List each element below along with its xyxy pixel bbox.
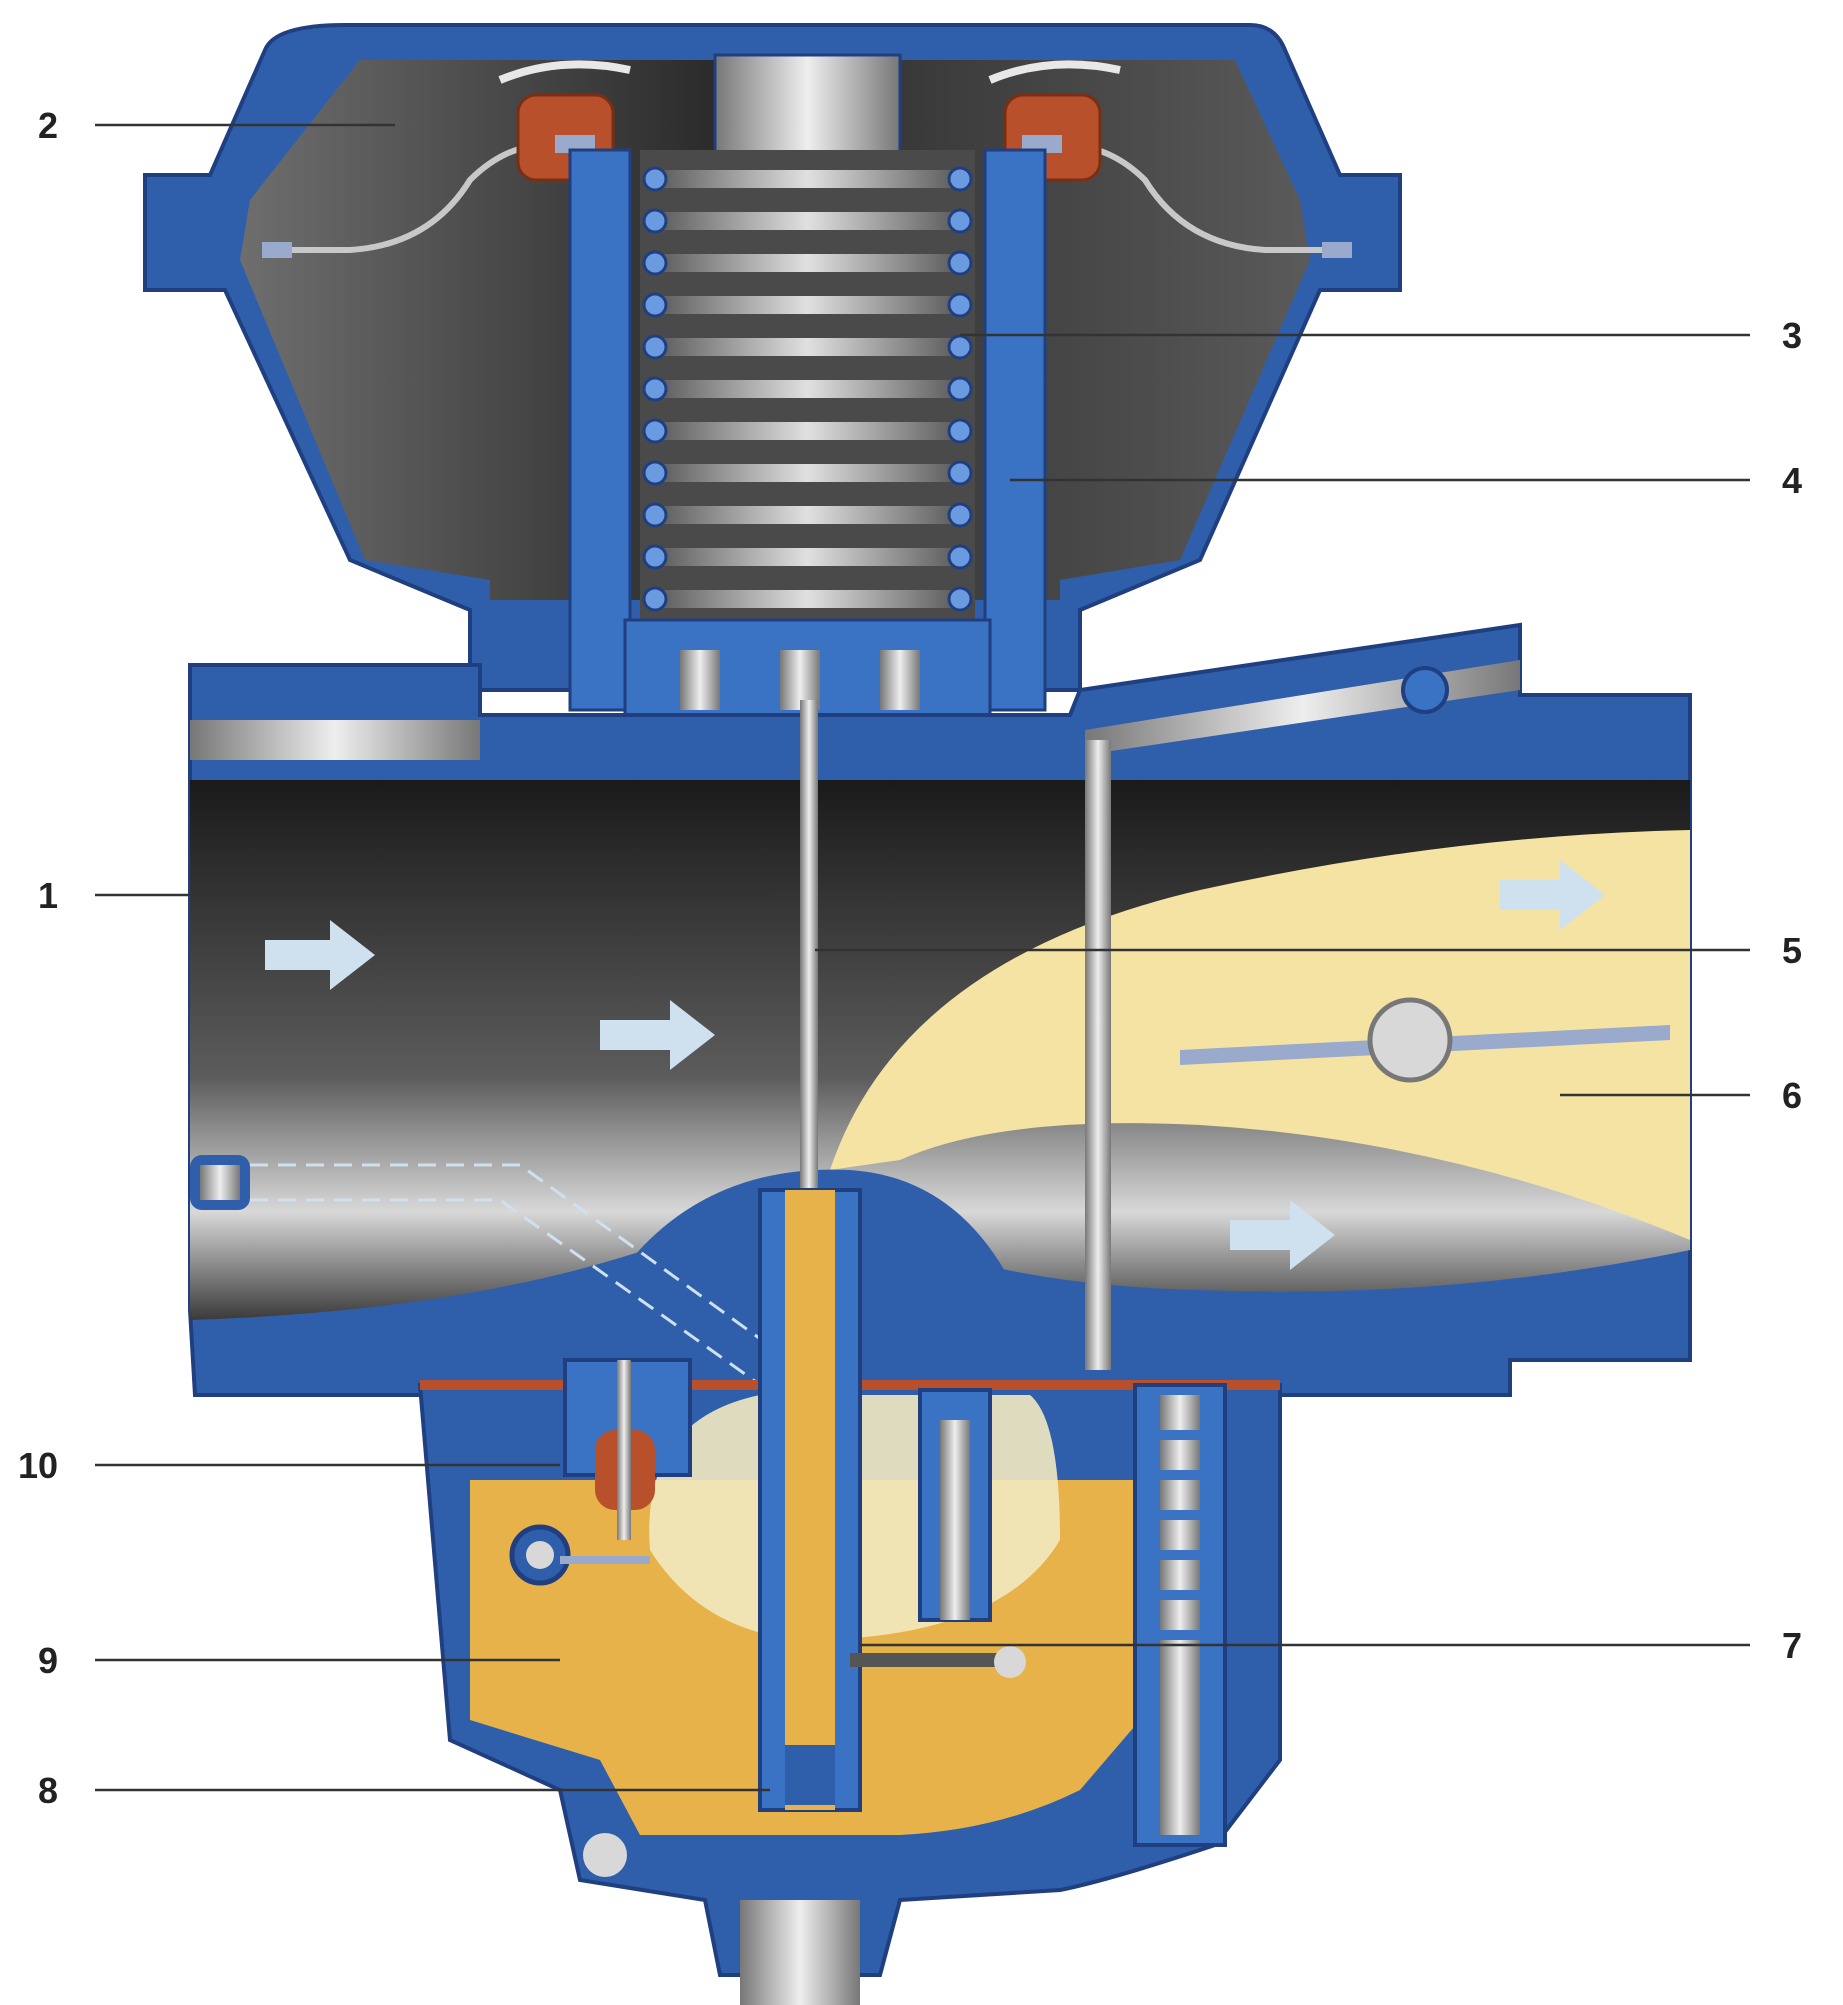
label-8: 8 bbox=[38, 1770, 58, 1811]
label-5: 5 bbox=[1782, 930, 1802, 971]
spring-coil-end bbox=[642, 544, 668, 570]
spring-coil-end bbox=[947, 292, 973, 318]
mixture-zone bbox=[830, 830, 1690, 1240]
throttle-rod bbox=[1085, 740, 1111, 1370]
leader-lines bbox=[95, 123, 1750, 1792]
label-4: 4 bbox=[1782, 460, 1802, 501]
spring-coil-end bbox=[947, 334, 973, 360]
spring-coil-end bbox=[947, 586, 973, 612]
vacuum-chamber bbox=[143, 23, 1402, 722]
spring-coil bbox=[650, 506, 965, 524]
flow-arrow-upper-out bbox=[1500, 860, 1605, 930]
spring-coil bbox=[650, 212, 965, 230]
label-6: 6 bbox=[1782, 1075, 1802, 1116]
label-7: 7 bbox=[1782, 1625, 1802, 1666]
rotation-arrow-right bbox=[988, 60, 1121, 84]
spring-coil-end bbox=[947, 376, 973, 402]
piston-wall-right bbox=[983, 148, 1047, 712]
spring-coil-end bbox=[642, 292, 668, 318]
spring-coil-end bbox=[947, 502, 973, 528]
spring-coil-end bbox=[947, 166, 973, 192]
label-1: 1 bbox=[38, 875, 58, 916]
flow-arrow-inlet bbox=[265, 920, 375, 990]
spring-coil bbox=[650, 296, 965, 314]
chamber-neck bbox=[713, 53, 902, 157]
label-10: 10 bbox=[18, 1445, 58, 1486]
piston-wall-left bbox=[568, 148, 632, 712]
spring-coil-end bbox=[642, 166, 668, 192]
spring-coil-end bbox=[642, 586, 668, 612]
callout-labels: 1 2 3 4 5 6 7 8 9 10 bbox=[18, 105, 1802, 1811]
spring-coil bbox=[650, 590, 965, 608]
spring-coil bbox=[650, 464, 965, 482]
spring-coil-end bbox=[642, 460, 668, 486]
drain-fitting bbox=[740, 1900, 860, 2005]
inlet-pipe bbox=[190, 720, 480, 760]
rotation-arrow-left bbox=[498, 60, 631, 84]
spring bbox=[640, 150, 975, 630]
spring-coil-end bbox=[642, 502, 668, 528]
spring-coil-end bbox=[947, 460, 973, 486]
throttle-shaft bbox=[1367, 997, 1453, 1083]
label-3: 3 bbox=[1782, 315, 1802, 356]
spring-coil-end bbox=[947, 418, 973, 444]
spring-coil-end bbox=[947, 208, 973, 234]
flow-arrow-venturi bbox=[600, 1000, 715, 1070]
float-chamber bbox=[417, 1188, 1282, 2005]
spring-coil bbox=[650, 170, 965, 188]
spring-coil bbox=[650, 548, 965, 566]
spring-coil bbox=[650, 422, 965, 440]
spring-coil-end bbox=[947, 544, 973, 570]
spring-coil bbox=[650, 338, 965, 356]
diaphragm-clip-left bbox=[262, 242, 292, 258]
label-9: 9 bbox=[38, 1640, 58, 1681]
spring-coil-end bbox=[642, 334, 668, 360]
flow-arrows bbox=[265, 860, 1605, 1270]
diaphragm-clip-right bbox=[1322, 242, 1352, 258]
spring-coil-end bbox=[642, 250, 668, 276]
label-2: 2 bbox=[38, 105, 58, 146]
spring-coil-end bbox=[947, 250, 973, 276]
spring-coil-end bbox=[642, 418, 668, 444]
spring-coil-end bbox=[642, 208, 668, 234]
spring-coil bbox=[650, 380, 965, 398]
emulsion-holes bbox=[770, 1450, 852, 1588]
spring-coil-end bbox=[642, 376, 668, 402]
main-bore bbox=[188, 622, 1692, 1520]
flow-arrow-lower-out bbox=[1230, 1200, 1335, 1270]
spring-coil bbox=[650, 254, 965, 272]
main-jet bbox=[785, 1745, 835, 1805]
